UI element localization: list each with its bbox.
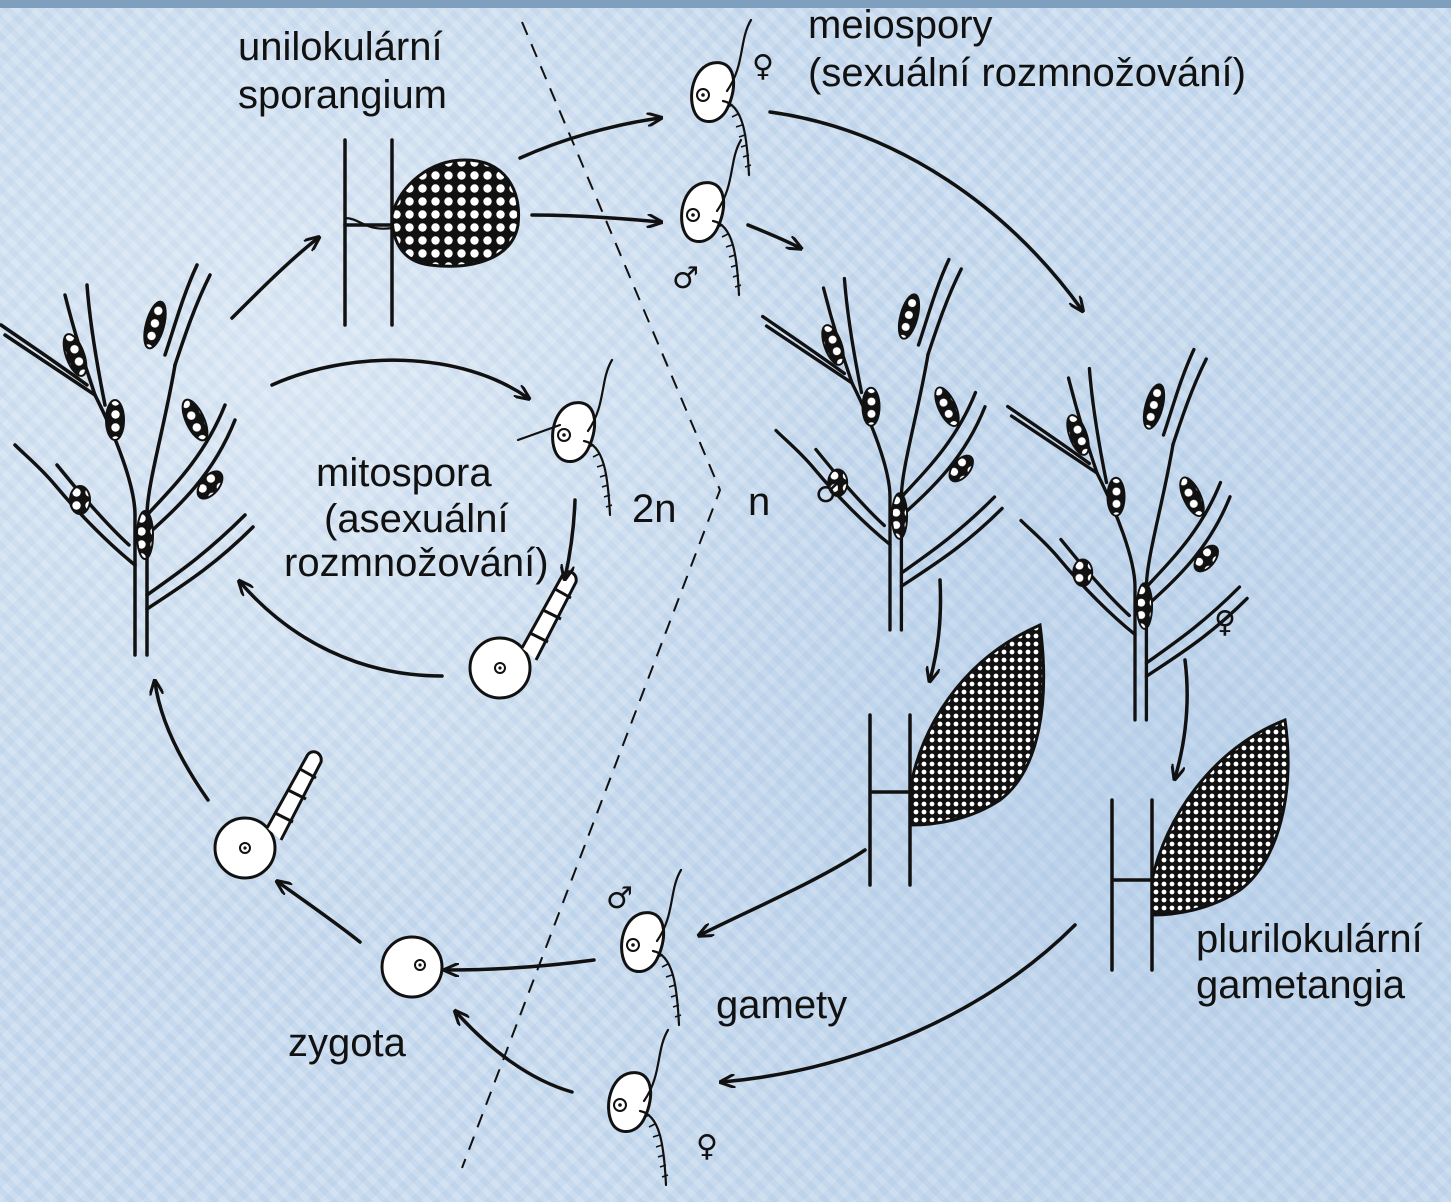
label-zygote: zygota xyxy=(288,1021,407,1065)
male-symbol-meiospore: ♂ xyxy=(672,261,699,296)
arrow-to-sporangium xyxy=(232,238,318,318)
label-plurilocular-line1: plurilokulární xyxy=(1196,917,1423,961)
zygote-germling xyxy=(215,752,321,878)
arrow-mitospore-to-germling xyxy=(565,500,575,578)
arrow-male-gamete-to-zygote xyxy=(446,960,594,970)
zygote-cell xyxy=(382,937,442,997)
male-gametophyte-thallus xyxy=(763,259,1002,630)
arrow-male-gametangium-to-gamete xyxy=(700,850,865,935)
label-mitospore: mitospora xyxy=(316,451,492,495)
label-unilocular-line2: sporangium xyxy=(238,73,447,117)
label-unilocular-line1: unilokulární xyxy=(238,25,443,69)
male-symbol-gamete: ♂ xyxy=(606,881,633,916)
male-plurilocular-gametangium xyxy=(870,625,1044,885)
label-asexual-line1: (asexuální xyxy=(324,497,509,541)
arrow-germling-to-sporophyte-2 xyxy=(155,682,208,800)
diploid-sporophyte-thallus xyxy=(1,265,253,655)
label-diploid: 2n xyxy=(632,487,677,531)
gamete-female xyxy=(609,1030,668,1185)
arrow-zygote-to-germling xyxy=(278,882,360,942)
meiospore-female xyxy=(692,20,751,175)
arrow-to-meiospore-male xyxy=(532,215,660,222)
arrow-male-thallus-to-gametangium xyxy=(930,580,941,680)
female-symbol-meiospore: ♀ xyxy=(752,49,774,84)
mitospore-germling xyxy=(470,572,576,698)
arrow-female-thallus-to-gametangium xyxy=(1175,660,1187,778)
arrow-to-male-thallus xyxy=(748,225,800,248)
female-symbol-gamete: ♀ xyxy=(696,1129,718,1164)
female-symbol-thallus: ♀ xyxy=(1214,605,1236,640)
mitospore-cell xyxy=(553,360,612,515)
label-plurilocular-line2: gametangia xyxy=(1196,963,1406,1007)
label-haploid: n xyxy=(748,480,770,524)
label-sexual-reproduction: (sexuální rozmnožování) xyxy=(808,51,1246,95)
unilocular-sporangium xyxy=(345,140,519,325)
male-symbol-thallus: ♂ xyxy=(815,475,842,510)
arrow-germling-to-sporophyte xyxy=(240,582,442,676)
arrow-to-mitospore xyxy=(272,360,528,398)
arrow-female-gamete-to-zygote xyxy=(456,1012,572,1092)
cycle-arrows xyxy=(155,112,1187,1092)
arrow-to-female-thallus xyxy=(770,112,1082,310)
label-gametes: gamety xyxy=(716,983,847,1027)
label-meiospores: meiospory xyxy=(808,3,993,47)
label-asexual-line2: rozmnožování) xyxy=(284,541,549,585)
arrow-to-meiospore-female xyxy=(520,118,660,158)
